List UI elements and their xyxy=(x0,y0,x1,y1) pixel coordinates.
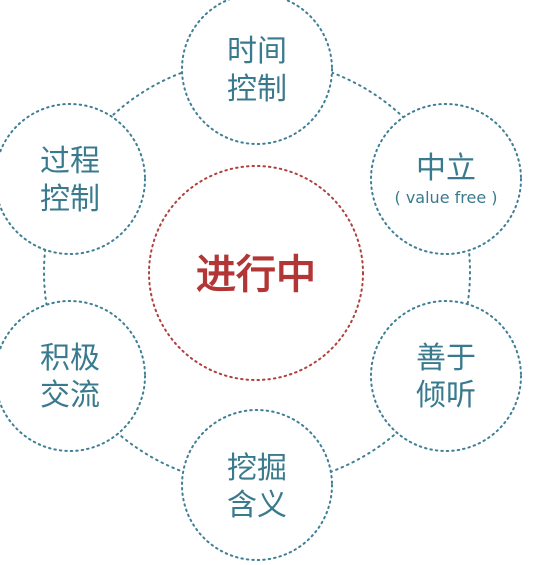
node-label-line-2: 含义 xyxy=(227,488,287,523)
node-neutral: 中立 ( value free ) xyxy=(370,103,522,255)
node-circle xyxy=(0,300,146,452)
node-label-line-1: 中立 xyxy=(416,151,476,186)
node-label-line-1: 过程 xyxy=(40,144,100,179)
node-label-line-1: 积极 xyxy=(40,341,100,376)
node-circle xyxy=(181,0,333,145)
node-label-line-2: 控制 xyxy=(227,72,287,107)
node-label-line-1: 挖掘 xyxy=(227,451,287,486)
center-circle xyxy=(148,165,364,381)
node-time-control: 时间 控制 xyxy=(181,0,333,145)
node-circle xyxy=(0,103,146,255)
node-circle xyxy=(181,409,333,561)
node-process-control: 过程 控制 xyxy=(0,103,146,255)
node-label-line-2: 倾听 xyxy=(416,378,476,413)
node-label-line-2: 控制 xyxy=(40,182,100,217)
center-label: 进行中 xyxy=(196,252,316,298)
node-good-listening: 善于 倾听 xyxy=(370,300,522,452)
node-circle xyxy=(370,300,522,452)
node-label-line-1: 时间 xyxy=(227,34,287,69)
node-label-line-2: 交流 xyxy=(40,378,100,413)
node-circle xyxy=(370,103,522,255)
node-label-line-1: 善于 xyxy=(416,341,476,376)
node-dig-meaning: 挖掘 含义 xyxy=(181,409,333,561)
node-sublabel: ( value free ) xyxy=(395,188,498,207)
node-active-communication: 积极 交流 xyxy=(0,300,146,452)
center-node: 进行中 xyxy=(148,165,364,381)
